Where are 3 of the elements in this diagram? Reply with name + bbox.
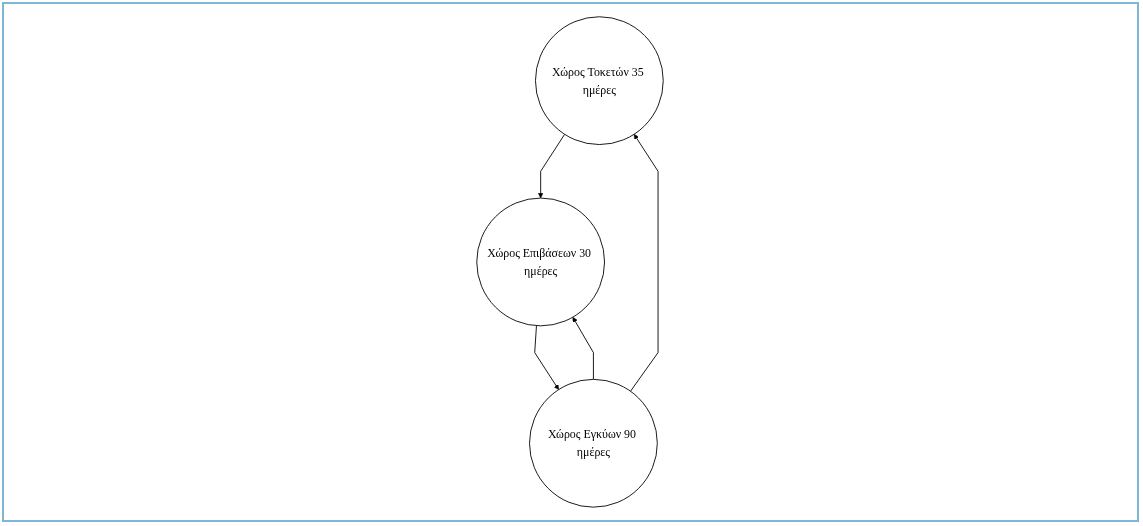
node-circle: Χώρος Επιβάσεων 30 ημέρες [476, 197, 606, 327]
node-circle: Χώρος Τοκετών 35 ημέρες [535, 16, 665, 146]
node-circle: Χώρος Εγκύων 90 ημέρες [529, 378, 659, 508]
